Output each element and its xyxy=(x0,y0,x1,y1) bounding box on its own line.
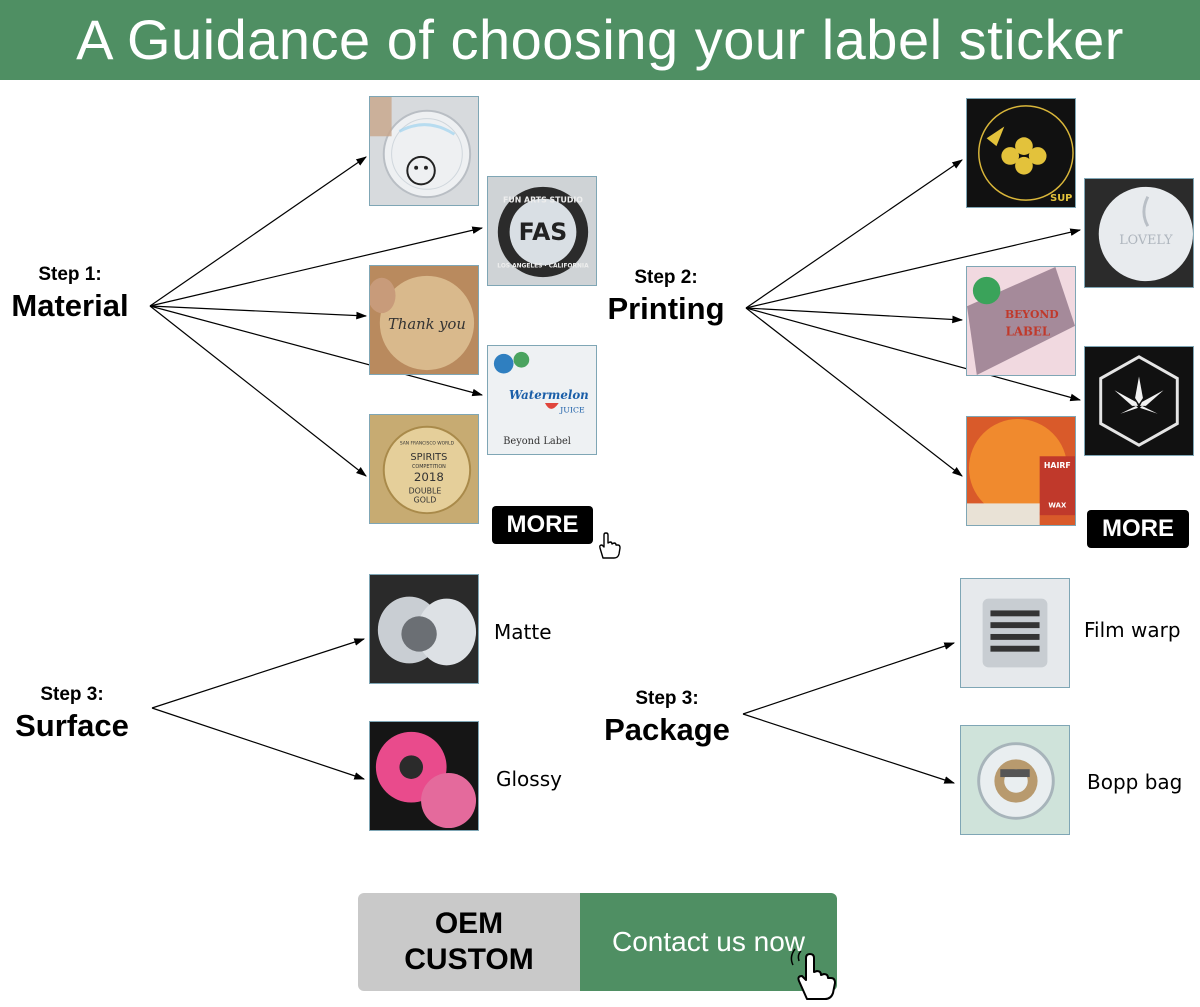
step2-label: Step 2: xyxy=(634,267,698,288)
material-kraft-thumbnail[interactable]: Thank you xyxy=(369,265,479,375)
printing-hair-wax-thumbnail[interactable]: HAIRF WAX xyxy=(966,416,1076,526)
package-option-bopp-bag: Bopp bag xyxy=(1087,770,1183,794)
wax-text: WAX xyxy=(1048,501,1067,509)
spirits-text: SPIRITS xyxy=(410,452,447,463)
page-title: A Guidance of choosing your label sticke… xyxy=(76,8,1124,71)
printing-more-button[interactable]: MORE xyxy=(1087,510,1189,548)
arrow-printing-4 xyxy=(745,307,1082,402)
custom-text: CUSTOM xyxy=(404,943,534,976)
lovely-text: LOVELY xyxy=(1119,233,1173,248)
surface-glossy-thumbnail[interactable] xyxy=(369,721,479,831)
step1-title: Material xyxy=(11,288,129,323)
oem-text: OEM xyxy=(434,907,504,940)
fas-mid-text: FAS xyxy=(519,218,568,246)
header-banner: A Guidance of choosing your label sticke… xyxy=(0,0,1200,80)
surface-option-glossy: Glossy xyxy=(496,767,562,791)
material-gold-thumbnail[interactable]: SAN FRANCISCO WORLD SPIRITS COMPETITION … xyxy=(369,414,479,524)
arrow-material-4 xyxy=(149,305,484,397)
arrow-printing-2 xyxy=(745,228,1082,309)
label-text: LABEL xyxy=(1006,325,1051,339)
step3-surface: Step 3: Surface xyxy=(6,684,138,744)
watermelon-text: Watermelon xyxy=(509,388,589,402)
sup-text: SUP xyxy=(1050,193,1072,204)
step3-package-title: Package xyxy=(604,712,730,747)
arrow-material-5 xyxy=(149,305,367,477)
spirits-top-text: SAN FRANCISCO WORLD xyxy=(400,440,455,446)
step2-title: Printing xyxy=(607,291,725,326)
click-hand-icon xyxy=(790,948,836,1000)
juice-text: JUICE xyxy=(559,406,585,415)
hair-text: HAIRF xyxy=(1044,461,1071,470)
step3-package-label: Step 3: xyxy=(635,688,699,709)
package-film-warp-thumbnail[interactable] xyxy=(960,578,1070,688)
fas-bottom-text: LOS ANGELES · CALIFORNIA xyxy=(497,263,589,269)
double-text: DOUBLE xyxy=(409,487,442,496)
step3-package: Step 3: Package xyxy=(596,688,738,748)
surface-option-matte: Matte xyxy=(494,620,552,644)
step3-surface-label: Step 3: xyxy=(40,684,104,705)
fas-top-text: FUN ARTS STUDIO xyxy=(503,196,583,205)
step3-surface-title: Surface xyxy=(15,708,129,743)
oem-custom-block: OEM CUSTOM xyxy=(358,893,580,991)
material-juice-thumbnail[interactable]: Watermelon JUICE Beyond Label xyxy=(487,345,597,455)
material-holographic-thumbnail[interactable] xyxy=(369,96,479,206)
package-option-film-warp: Film warp xyxy=(1084,618,1181,642)
material-fas-thumbnail[interactable]: FUN ARTS STUDIO FAS LOS ANGELES · CALIFO… xyxy=(487,176,597,286)
competition-text: COMPETITION xyxy=(412,464,446,470)
pointer-hand-icon xyxy=(599,532,621,559)
year-text: 2018 xyxy=(414,470,444,484)
gold-text: GOLD xyxy=(414,495,437,504)
arrow-surface-2 xyxy=(151,707,366,780)
printing-beyond-label-thumbnail[interactable]: BEYOND LABEL xyxy=(966,266,1076,376)
arrow-printing-3 xyxy=(745,307,964,324)
arrow-surface-1 xyxy=(151,638,366,709)
step2-printing: Step 2: Printing xyxy=(598,267,734,327)
arrow-material-2 xyxy=(149,226,484,307)
package-bopp-bag-thumbnail[interactable] xyxy=(960,725,1070,835)
printing-gold-foil-thumbnail[interactable]: SUP xyxy=(966,98,1076,208)
arrow-printing-5 xyxy=(745,307,963,477)
contact-banner: OEM CUSTOM Contact us now xyxy=(358,893,837,991)
beyond-text: BEYOND xyxy=(1005,308,1059,321)
material-more-button[interactable]: MORE xyxy=(492,506,593,544)
surface-matte-thumbnail[interactable] xyxy=(369,574,479,684)
arrow-material-1 xyxy=(149,156,367,307)
printing-silver-thumbnail[interactable]: LOVELY xyxy=(1084,178,1194,288)
arrow-printing-1 xyxy=(745,159,963,309)
thank-you-text: Thank you xyxy=(388,316,466,333)
beyond-label-text: Beyond Label xyxy=(503,436,571,447)
arrow-package-1 xyxy=(742,642,956,715)
arrow-material-3 xyxy=(149,305,368,320)
printing-hexagon-thumbnail[interactable] xyxy=(1084,346,1194,456)
contact-us-button[interactable]: Contact us now xyxy=(580,893,837,991)
step1-material: Step 1: Material xyxy=(4,264,136,324)
step1-label: Step 1: xyxy=(38,264,102,285)
arrow-package-2 xyxy=(742,713,956,784)
